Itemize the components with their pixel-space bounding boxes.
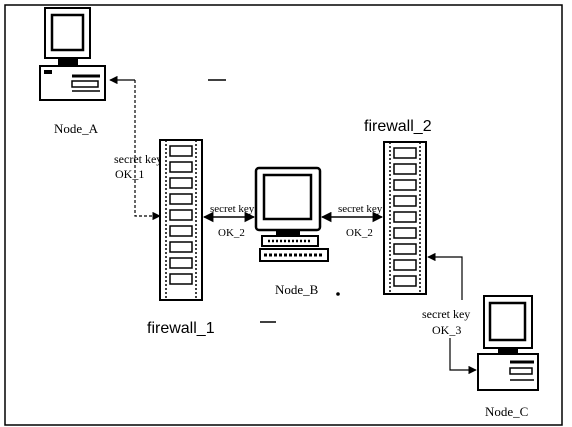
link-b-fw2-key-label: secret key — [338, 203, 383, 215]
firewall-icon — [384, 142, 426, 294]
firewall-1-label: firewall_1 — [147, 320, 215, 337]
link-fw2-c-key-label: secret key — [422, 307, 470, 321]
node-a-computer: Node_A — [40, 8, 105, 136]
node-a-label: Node_A — [54, 121, 99, 136]
link-b-fw2-ok-label: OK_2 — [346, 227, 373, 239]
firewall-2-label: firewall_2 — [364, 118, 432, 135]
link-a-fw1-key-label: secret key — [114, 152, 162, 166]
link-a-fw1-ok-label: OK_1 — [115, 167, 144, 181]
stray-dot — [336, 292, 340, 296]
node-b-label: Node_B — [275, 282, 319, 297]
link-node-a-firewall-1 — [135, 80, 160, 216]
link-firewall-2-node-c — [428, 257, 462, 300]
computer-icon — [40, 8, 105, 100]
link-node-c-arrow — [450, 338, 476, 370]
link-fw2-c-ok-label: OK_3 — [432, 323, 461, 337]
computer-icon — [478, 296, 538, 390]
firewall-1: firewall_1 — [147, 140, 215, 337]
node-c-computer: Node_C — [478, 296, 538, 419]
computer-icon — [256, 168, 328, 261]
link-fw1-b-ok-label: OK_2 — [218, 227, 245, 239]
node-c-label: Node_C — [485, 404, 528, 419]
link-fw1-b-key-label: secret key — [210, 203, 255, 215]
firewall-icon — [160, 140, 202, 300]
node-b-computer: Node_B — [256, 168, 328, 297]
